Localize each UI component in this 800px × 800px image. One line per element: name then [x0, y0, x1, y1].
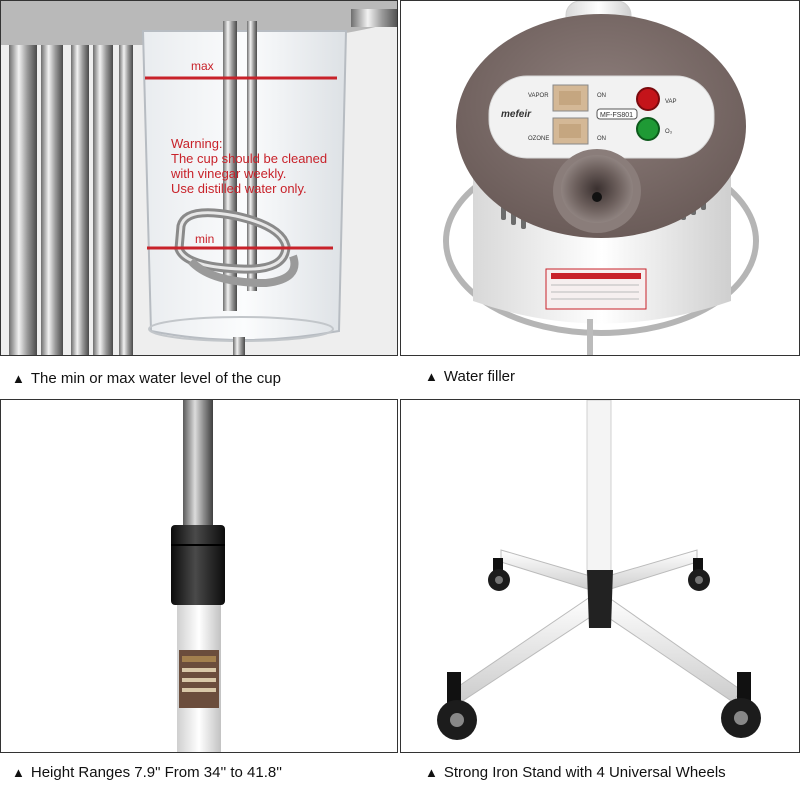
- caption-height-range-text: Height Ranges 7.9" From 34'' to 41.8'': [30, 764, 282, 781]
- wheel-back-left: [488, 558, 510, 591]
- triangle-bullet-icon: ▲: [12, 765, 25, 780]
- model-label: MF-FS801: [600, 112, 633, 119]
- vap-label: VAP: [665, 99, 677, 105]
- stand-photo-panel: [400, 399, 800, 753]
- height-pole-photo-panel: [0, 399, 398, 753]
- warning-line-3: with vinegar weekly.: [170, 166, 286, 181]
- vapor-label: VAPOR: [528, 93, 549, 99]
- warning-line-2: The cup should be cleaned: [171, 151, 327, 166]
- triangle-bullet-icon: ▲: [12, 371, 25, 386]
- height-pole-photo: [1, 400, 397, 752]
- triangle-bullet-icon: ▲: [425, 369, 438, 384]
- caption-water-filler-text: Water filler: [443, 368, 515, 385]
- ozone-indicator-light: [636, 117, 660, 141]
- water-filler-photo: mefeir VAPOR OZONE ON ON MF-FS801 VAP O₃: [401, 1, 799, 355]
- wheel-back-right: [688, 558, 710, 591]
- caption-water-filler: ▲ Water filler: [425, 368, 515, 385]
- caption-stand: ▲ Strong Iron Stand with 4 Universal Whee…: [425, 764, 726, 781]
- min-label: min: [195, 232, 214, 246]
- ozone-label: OZONE: [528, 136, 549, 142]
- o3-label: O₃: [665, 129, 673, 135]
- brand-label: mefeir: [501, 109, 532, 120]
- on-label-top: ON: [597, 93, 606, 99]
- warning-line-1: Warning:: [171, 136, 223, 151]
- stand-photo: [401, 400, 799, 752]
- max-label: max: [191, 59, 214, 73]
- cup-photo: max min Warning: The cup should be clean…: [1, 1, 397, 355]
- water-filler-photo-panel: mefeir VAPOR OZONE ON ON MF-FS801 VAP O₃: [400, 0, 800, 356]
- triangle-bullet-icon: ▲: [425, 765, 438, 780]
- caption-stand-text: Strong Iron Stand with 4 Universal Wheel…: [443, 764, 726, 781]
- warning-line-4: Use distilled water only.: [171, 181, 307, 196]
- stand-hub: [587, 570, 613, 628]
- height-adjust-knob[interactable]: [171, 525, 225, 605]
- water-filler-hole: [561, 155, 633, 223]
- caption-cup-level-text: The min or max water level of the cup: [30, 370, 281, 387]
- caption-height-range: ▲ Height Ranges 7.9" From 34'' to 41.8'': [12, 764, 282, 781]
- wheel-front-left: [437, 672, 477, 740]
- wheel-front-right: [721, 672, 761, 738]
- on-label-bottom: ON: [597, 136, 606, 142]
- vapor-indicator-light: [636, 87, 660, 111]
- caption-cup-level: ▲ The min or max water level of the cup: [12, 370, 281, 387]
- cup-photo-panel: max min Warning: The cup should be clean…: [0, 0, 398, 356]
